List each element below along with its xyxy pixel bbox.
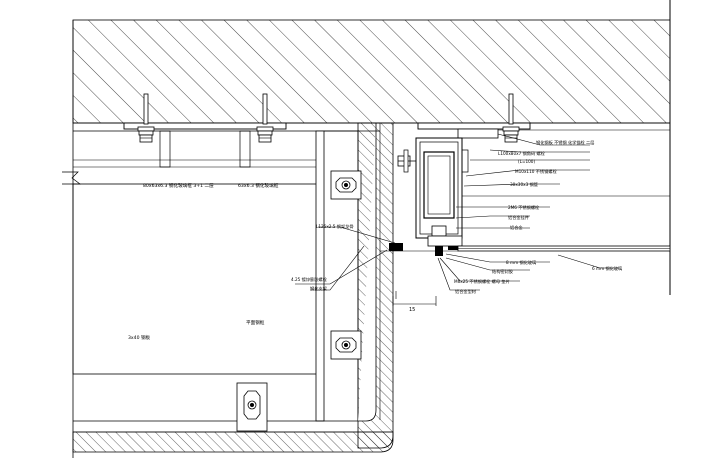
break-line bbox=[62, 171, 82, 185]
label-right-9: 8 mm 钢化玻璃 bbox=[506, 259, 536, 266]
label-upper-left-1: 80x63x6.3 钢化玻璃框 3+1 二层 bbox=[143, 182, 214, 189]
dimension-text: 15 bbox=[409, 307, 415, 313]
label-bolt-spec: 4.25 镀锌膨胀螺栓 bbox=[291, 276, 328, 283]
label-right-7: 铝合金挂件 bbox=[508, 214, 529, 221]
label-mid-left-2: 平面钢框 bbox=[246, 319, 265, 326]
label-right-6: 2M6 不锈钢螺栓 bbox=[508, 204, 540, 211]
label-right-2: L100x80x7 钢角码 螺栓 bbox=[498, 150, 546, 157]
label-right-5: 30x30x3 钢管 bbox=[510, 181, 538, 188]
label-right-3: (L=100) bbox=[518, 159, 535, 164]
label-mid-left-1: 3x40 钢板 bbox=[128, 334, 151, 341]
floor-hatch bbox=[72, 431, 394, 453]
label-right-12: M6x25 不锈钢螺栓 螺母 垫片 bbox=[454, 278, 510, 285]
seal-block bbox=[389, 243, 403, 251]
ceiling-slab bbox=[73, 20, 670, 123]
label-steel-frame: 钢化支架 bbox=[310, 285, 327, 292]
dimension-15: 15 bbox=[392, 291, 437, 313]
clip-upper bbox=[330, 170, 362, 200]
clip-middle bbox=[330, 330, 362, 360]
label-right-8: 铝合金 bbox=[510, 224, 523, 231]
label-right-13: 铝合金型材 bbox=[455, 288, 476, 295]
glass-panel bbox=[72, 183, 321, 375]
curtain-wall-bracket bbox=[397, 137, 469, 256]
label-channel: L125x2.5 钢架龙骨 bbox=[316, 223, 354, 230]
label-right-4: M10x110 不锈钢螺栓 bbox=[515, 168, 557, 175]
label-upper-left-2: 63x6.3 钢化玻璃框 bbox=[238, 182, 279, 189]
anchor-plate-left bbox=[123, 122, 287, 130]
clip-bottom bbox=[236, 382, 268, 432]
vertical-frame bbox=[315, 130, 325, 422]
label-right-1: 钢化钢板 不锈钢 化学锚栓 二层 bbox=[536, 139, 594, 146]
label-right-11: 结构密封胶 bbox=[492, 268, 513, 275]
label-right-10: 6 mm 钢化玻璃 bbox=[592, 265, 622, 272]
